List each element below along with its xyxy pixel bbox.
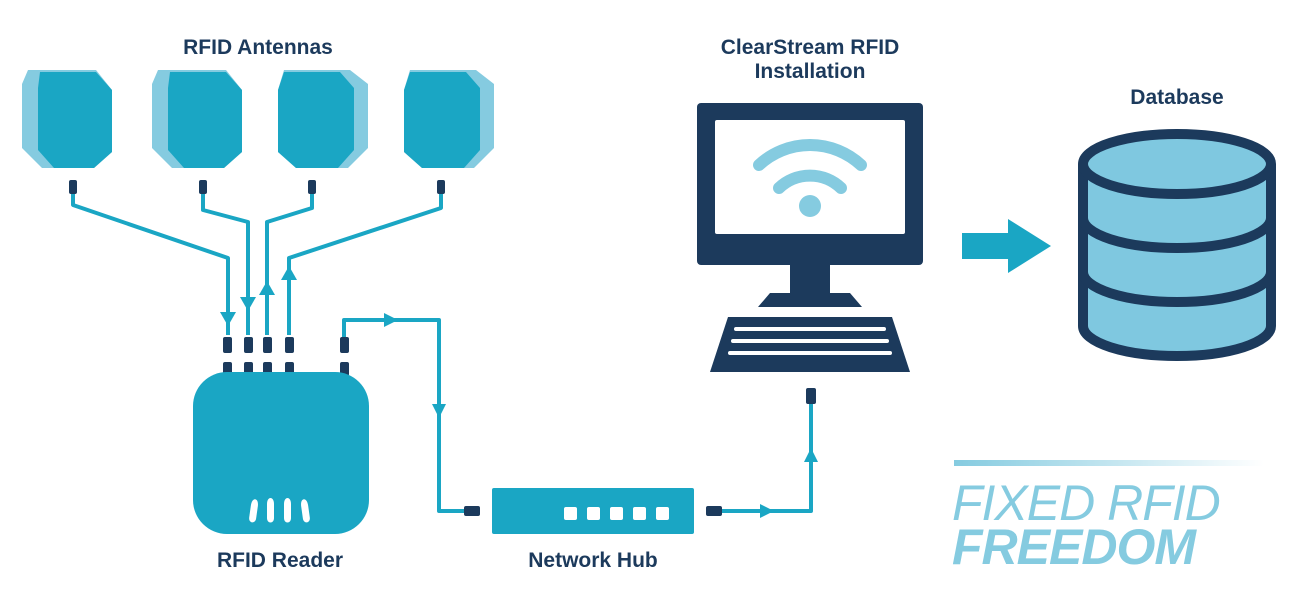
antenna-2 <box>152 70 242 168</box>
installation-label: ClearStream RFID Installation <box>660 36 960 84</box>
keyboard-icon <box>710 317 910 372</box>
database-icon <box>1078 129 1276 361</box>
rfid-reader-icon <box>193 372 369 534</box>
brand-rule <box>954 460 1264 466</box>
network-hub-icon <box>492 488 694 534</box>
brand-line2: FREEDOM <box>952 519 1196 575</box>
wifi-icon <box>753 138 867 217</box>
brand-line1: FIXED RFID <box>952 475 1221 531</box>
arrow-right-icon <box>962 219 1051 273</box>
installation-label-line2: Installation <box>754 60 866 83</box>
hub-label: Network Hub <box>528 549 658 572</box>
antenna-connectors <box>69 180 445 194</box>
hub-computer-cable <box>706 388 818 518</box>
installation-label-line1: ClearStream RFID <box>720 36 900 59</box>
reader-label: RFID Reader <box>216 549 344 572</box>
reader-hub-cable <box>342 313 480 516</box>
antennas-label: RFID Antennas <box>183 36 333 59</box>
database-label: Database <box>1130 86 1224 109</box>
antenna-3 <box>278 70 368 168</box>
antenna-cables <box>71 194 443 335</box>
antenna-cable-arrows <box>220 266 297 326</box>
antenna-1 <box>22 70 112 168</box>
reader-connectors <box>223 337 349 376</box>
antenna-4 <box>404 70 494 168</box>
computer-monitor-icon <box>697 103 923 307</box>
